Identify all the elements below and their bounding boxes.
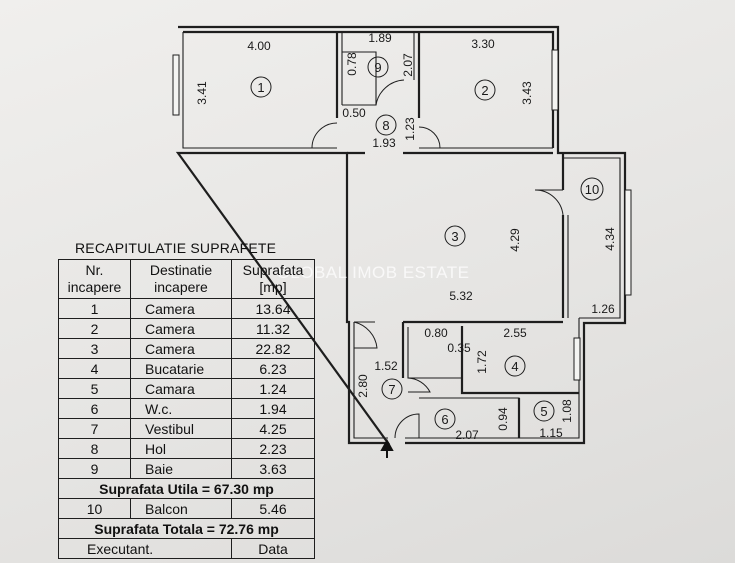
- room-number-8: 8: [382, 118, 389, 133]
- dim-050: 0.50: [342, 106, 366, 120]
- dim-room9-depth: 0.78: [345, 52, 359, 76]
- total-utila-row: Suprafata Utila = 67.30 mp: [58, 478, 315, 499]
- suprafata-utila: Suprafata Utila = 67.30 mp: [58, 478, 315, 499]
- signature-row: Executant. Data: [58, 538, 315, 559]
- table-title: RECAPITULATIE SUPRAFETE: [75, 240, 277, 256]
- header-suprafata: Suprafata [mp]: [231, 259, 315, 299]
- room-number-2: 2: [481, 83, 488, 98]
- dim-035: 0.35: [447, 341, 471, 355]
- door-arc: [353, 321, 378, 349]
- suprafata-totala: Suprafata Totala = 72.76 mp: [58, 518, 315, 539]
- room-number-5: 5: [540, 404, 547, 419]
- door-arc: [407, 377, 431, 393]
- dim-room1-width: 4.00: [247, 39, 271, 53]
- window: [551, 49, 559, 111]
- header-destinatie: Destinatie incapere: [130, 259, 232, 299]
- room-number-7: 7: [388, 382, 395, 397]
- dim-room8-depth: 1.23: [403, 117, 417, 141]
- room-number-6: 6: [441, 412, 448, 427]
- door-arc: [311, 122, 338, 149]
- dim-room1-depth: 3.41: [195, 81, 209, 105]
- room-number-1: 1: [257, 80, 264, 95]
- dim-room3-width: 5.32: [449, 289, 473, 303]
- dim-room7-width: 1.52: [374, 359, 398, 373]
- dim-room8-width: 1.93: [372, 136, 396, 150]
- dim-room6-width: 2.07: [455, 428, 479, 442]
- room-number-9: 9: [374, 60, 381, 75]
- dim-room2-depth: 3.43: [520, 81, 534, 105]
- window: [172, 54, 180, 116]
- dim-room7-depth: 2.80: [356, 374, 370, 398]
- area-summary-table: Nr. incapere Destinatie incapere Suprafa…: [58, 259, 315, 559]
- window: [573, 337, 581, 381]
- dim-207: 2.07: [401, 53, 415, 77]
- header-nr: Nr. incapere: [58, 259, 131, 299]
- door-arc: [394, 413, 420, 439]
- dim-room10-width: 1.26: [591, 302, 615, 316]
- dim-room3-depth: 4.29: [508, 228, 522, 252]
- dim-080: 0.80: [424, 326, 448, 340]
- executant-label: Executant.: [58, 538, 232, 559]
- room-number-3: 3: [451, 229, 458, 244]
- dim-room2-width: 3.30: [471, 37, 495, 51]
- door-arc: [418, 126, 441, 149]
- room-markers: 1 2 3 4 5 6 7 8 9 10: [250, 56, 604, 430]
- table-header-row: Nr. incapere Destinatie incapere Suprafa…: [58, 259, 315, 299]
- watermark: GLOBAL IMOB ESTATE: [277, 263, 470, 282]
- room-number-10: 10: [585, 182, 599, 197]
- dim-room4-width: 2.55: [503, 326, 527, 340]
- dim-room5-depth: 1.08: [560, 399, 574, 423]
- door-arc: [375, 79, 405, 106]
- data-label: Data: [231, 538, 315, 559]
- dim-room5-width: 1.15: [539, 426, 563, 440]
- door-arc: [534, 189, 564, 216]
- window: [624, 189, 632, 296]
- dim-room10-depth: 4.34: [603, 227, 617, 251]
- entrance-arrow-icon: [380, 438, 394, 458]
- dim-room6-depth: 0.94: [496, 407, 510, 431]
- dim-room9-width: 1.89: [368, 31, 392, 45]
- dim-room4-depth: 1.72: [475, 350, 489, 374]
- dimensions: 4.00 3.41 3.30 3.43 5.32 4.29 2.55 1.72 …: [195, 31, 617, 442]
- total-totala-row: Suprafata Totala = 72.76 mp: [58, 518, 315, 539]
- room-number-4: 4: [511, 359, 518, 374]
